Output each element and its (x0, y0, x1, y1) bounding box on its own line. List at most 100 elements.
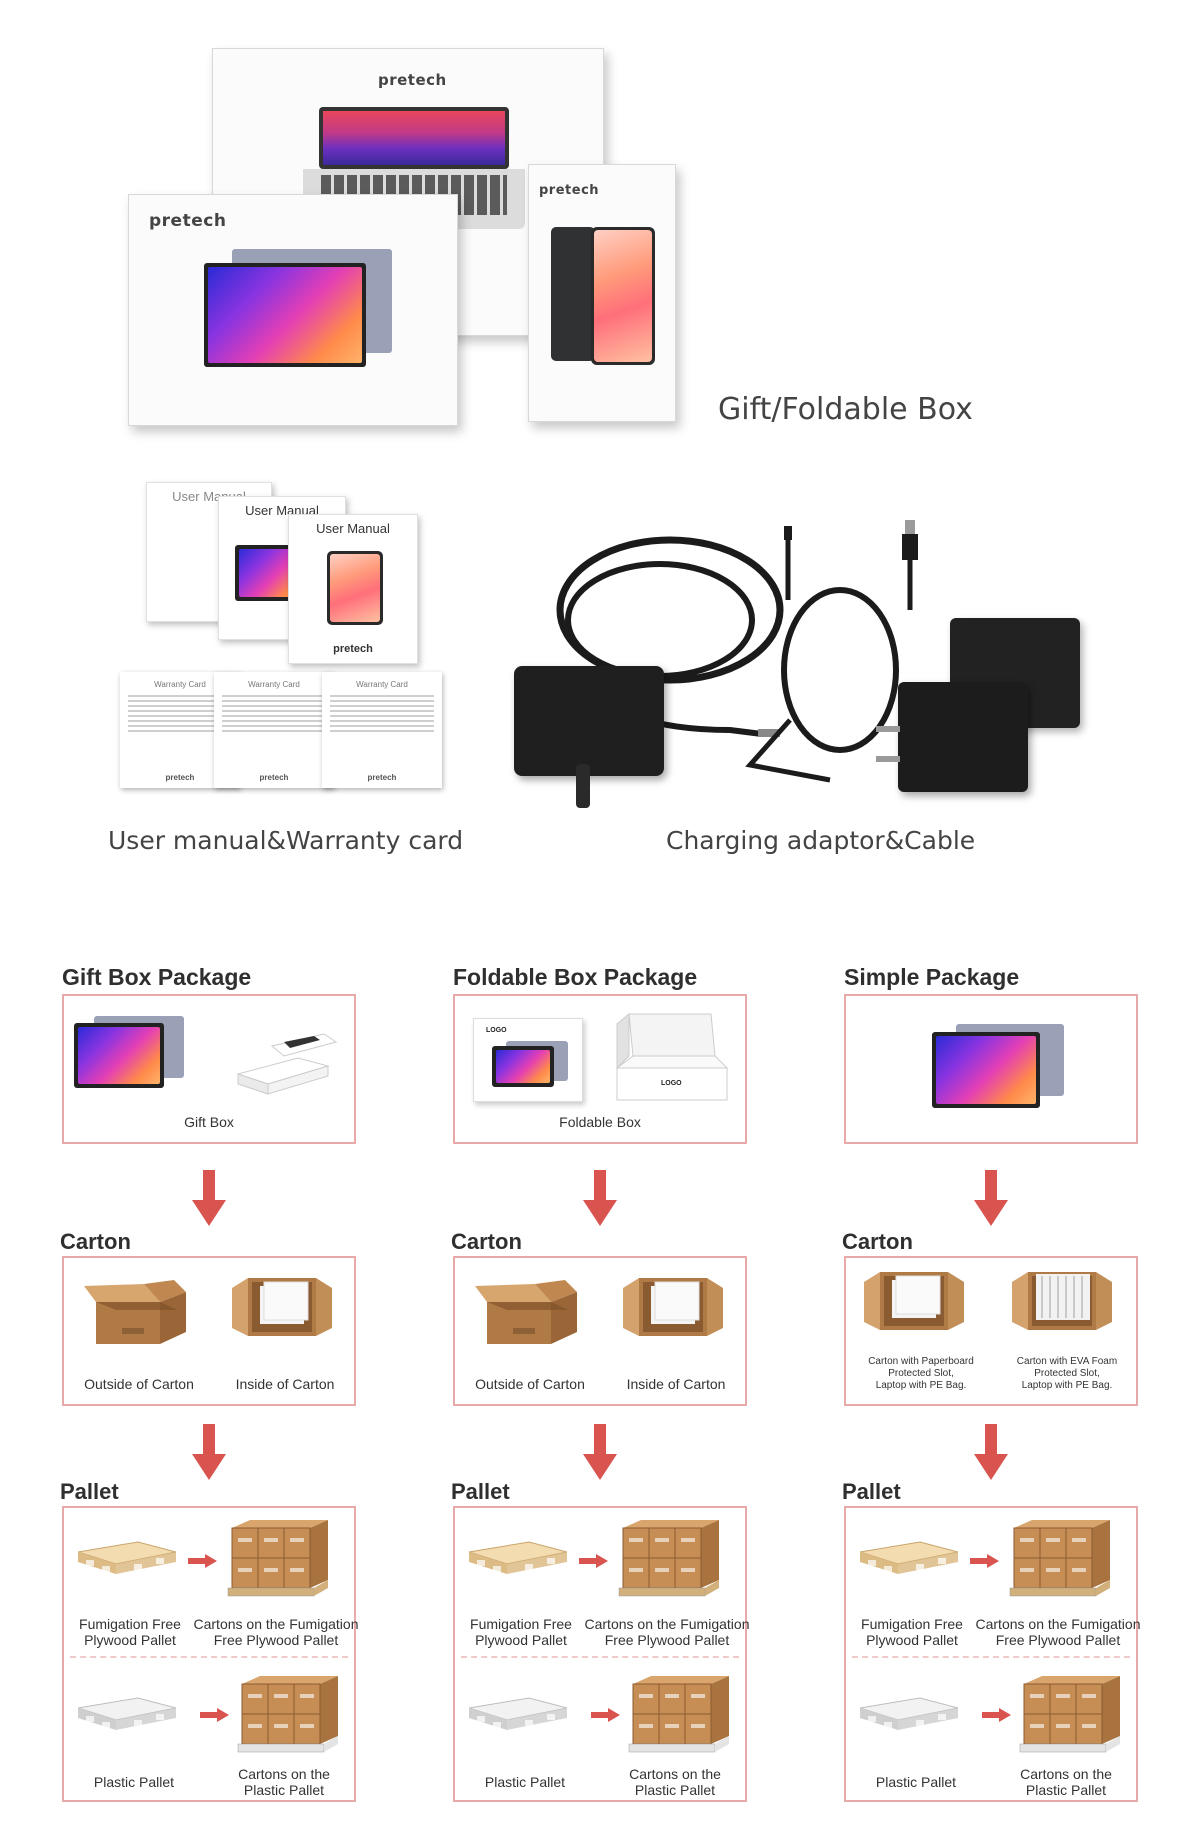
pallet-icon (77, 1538, 177, 1578)
pallet-caption: Cartons on the Plastic Pallet (238, 1766, 330, 1798)
carton-stack-icon (1018, 1674, 1120, 1760)
right-arrow-icon (200, 1708, 230, 1722)
pallet-caption: Cartons on the Plastic Pallet (1020, 1766, 1112, 1798)
foldable-box-icon: LOGO (473, 1018, 583, 1102)
divider (70, 1656, 348, 1658)
pallet-caption: Fumigation Free Plywood Pallet (470, 1616, 572, 1648)
arrow-head (583, 1454, 617, 1480)
arrow-shaft (985, 1170, 997, 1202)
screen-gradient (78, 1027, 160, 1084)
open-box-icon: LOGO (615, 1010, 729, 1106)
carton-stack-icon (617, 1518, 719, 1604)
carton-caption: Outside of Carton (84, 1376, 194, 1392)
pallet-icon (468, 1694, 568, 1734)
down-arrow-icon (974, 1424, 1008, 1484)
arrow-head (596, 1554, 608, 1568)
warranty-title: Warranty Card (248, 680, 300, 689)
plug-pin (876, 726, 900, 732)
charger-icon (514, 666, 664, 776)
arrow-shaft (982, 1712, 1000, 1718)
pallet-caption: Cartons on the Fumigation Free Plywood P… (193, 1616, 359, 1648)
right-arrow-icon (982, 1708, 1012, 1722)
carton-caption: Outside of Carton (475, 1376, 585, 1392)
carton-stack-icon (226, 1518, 328, 1604)
carton-caption: Inside of Carton (626, 1376, 726, 1392)
arrow-head (987, 1554, 999, 1568)
carton-stack-icon (236, 1674, 338, 1760)
arrow-shaft (594, 1170, 606, 1202)
brand-logo: pretech (149, 211, 227, 231)
carton-frame: Outside of Carton Inside of Carton (453, 1256, 747, 1406)
carton-box-icon (623, 1274, 723, 1348)
brand-logo: pretech (378, 71, 447, 89)
carton-stack-icon (627, 1674, 729, 1760)
right-arrow-icon (591, 1708, 621, 1722)
tablet-screen (492, 1046, 554, 1087)
brand-logo: pretech (259, 773, 289, 782)
right-arrow-icon (188, 1554, 218, 1568)
pallet-caption: Plastic Pallet (875, 1774, 957, 1790)
arrow-head (608, 1708, 620, 1722)
tablet-gift-box: pretech (128, 194, 458, 426)
tablet-icon (74, 1016, 184, 1088)
arrow-shaft (188, 1558, 206, 1564)
pallet-caption: Cartons on the Fumigation Free Plywood P… (975, 1616, 1141, 1648)
carton-title: Carton (60, 1229, 131, 1254)
arrow-shaft (579, 1558, 597, 1564)
tablet-icon (932, 1024, 1064, 1108)
package-frame: Gift Box (62, 994, 356, 1144)
charger-icon (898, 682, 1028, 792)
pallet-icon (468, 1538, 568, 1578)
arrow-head (974, 1200, 1008, 1226)
charging-adaptor-label: Charging adaptor&Cable (666, 826, 976, 855)
package-frame (844, 994, 1138, 1144)
pallet-caption: Fumigation Free Plywood Pallet (79, 1616, 181, 1648)
arrow-head (999, 1708, 1011, 1722)
down-arrow-icon (583, 1170, 617, 1230)
carton-box-icon (1012, 1268, 1112, 1342)
package-frame: LOGO LOGO Foldable Box (453, 994, 747, 1144)
manual-warranty-label: User manual&Warranty card (108, 826, 464, 855)
warranty-card: Warranty Card pretech (214, 672, 334, 788)
package-title: Foldable Box Package (453, 964, 698, 990)
brand-logo: pretech (165, 773, 195, 782)
pallet-icon (77, 1694, 177, 1734)
arrow-head (217, 1708, 229, 1722)
carton-caption: Carton with EVA Foam Protected Slot, Lap… (1016, 1356, 1118, 1391)
manual-card: User Manual pretech (288, 514, 418, 664)
gift-foldable-box-label: Gift/Foldable Box (718, 392, 973, 427)
pallet-title: Pallet (451, 1479, 510, 1504)
phone-icon (551, 227, 655, 365)
carton-box-icon (82, 1280, 194, 1346)
arrow-shaft (985, 1424, 997, 1456)
arrow-shaft (594, 1424, 606, 1456)
cable-icon (556, 520, 918, 783)
plug-pin (576, 764, 590, 808)
brand-logo: pretech (539, 183, 600, 198)
arrow-shaft (591, 1712, 609, 1718)
plug-pin (876, 756, 900, 762)
tablet-screen (74, 1023, 164, 1088)
screen-gradient (936, 1036, 1036, 1104)
warranty-title: Warranty Card (356, 680, 408, 689)
box-logo: LOGO (486, 1027, 507, 1034)
warranty-title: Warranty Card (154, 680, 206, 689)
screen-gradient (496, 1050, 550, 1083)
carton-title: Carton (451, 1229, 522, 1254)
tablet-icon (492, 1041, 568, 1087)
down-arrow-icon (192, 1170, 226, 1230)
down-arrow-icon (974, 1170, 1008, 1230)
pallet-icon (859, 1694, 959, 1734)
package-caption: Foldable Box (559, 1114, 641, 1130)
carton-caption: Carton with Paperboard Protected Slot, L… (868, 1356, 974, 1391)
pallet-caption: Cartons on the Fumigation Free Plywood P… (584, 1616, 750, 1648)
arrow-shaft (203, 1424, 215, 1456)
carton-frame: Carton with Paperboard Protected Slot, L… (844, 1256, 1138, 1406)
pallet-caption: Fumigation Free Plywood Pallet (861, 1616, 963, 1648)
pallet-caption: Cartons on the Plastic Pallet (629, 1766, 721, 1798)
arrow-shaft (203, 1170, 215, 1202)
